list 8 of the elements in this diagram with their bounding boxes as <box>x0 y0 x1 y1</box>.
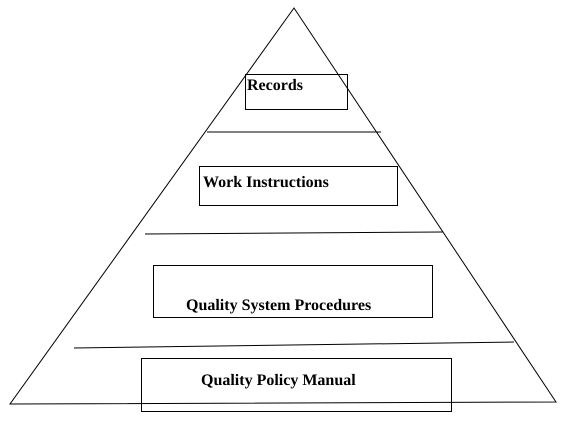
level-box <box>199 166 398 206</box>
level-box <box>141 358 452 412</box>
level-box <box>245 74 348 110</box>
level-label: Work Instructions <box>203 174 329 192</box>
level-box <box>153 265 433 318</box>
level-label: Quality Policy Manual <box>201 372 356 390</box>
level-label: Quality System Procedures <box>186 297 372 315</box>
level-label: Records <box>247 77 303 95</box>
